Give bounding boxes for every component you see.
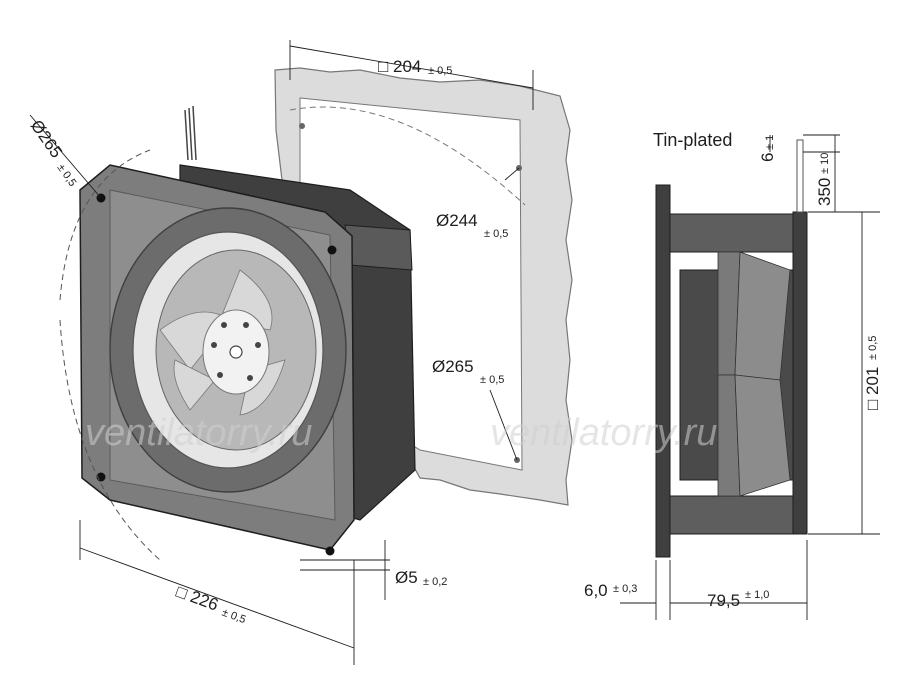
dim-dia244-tol: ± 0,5 xyxy=(484,228,508,240)
dim-depth-79-tol: ± 1,0 xyxy=(745,589,769,601)
tin-plated-label: Tin-plated xyxy=(653,130,732,150)
dim-side-201-tol: ± 0,5 xyxy=(867,336,879,360)
dim-top-square: □ 204 xyxy=(378,57,421,76)
dimension-lines xyxy=(29,40,880,665)
dim-bottom-square: □ 226 xyxy=(174,582,221,615)
watermark-right: ventilatorry.ru xyxy=(490,412,717,454)
dim-lead-350-tol: ± 10 xyxy=(819,153,831,174)
dim-bottom-square-tol: ± 0,5 xyxy=(220,607,247,627)
dim-side-201: □ 201 xyxy=(863,367,882,410)
hub-center-icon xyxy=(229,345,243,359)
dim-depth-6: 6,0 xyxy=(584,581,608,600)
dim-lead-6: 6 xyxy=(758,153,777,162)
dim-lead-350: 350 xyxy=(815,178,834,206)
dim-top-square-tol: ± 0,5 xyxy=(428,65,452,77)
mount-hole-br-icon xyxy=(325,546,335,556)
dim-dia244: Ø244 xyxy=(436,211,478,230)
mount-hole-tr-icon xyxy=(327,245,337,255)
dim-dia5-tol: ± 0,2 xyxy=(423,576,447,588)
dim-lead-6-tol: ± 1 xyxy=(764,135,776,150)
dim-dia265-right-tol: ± 0,5 xyxy=(480,374,504,386)
dim-dia265-right: Ø265 xyxy=(432,357,474,376)
dim-dia265-left-tol: ± 0,5 xyxy=(55,162,79,189)
dim-depth-79: 79,5 xyxy=(707,591,740,610)
gasket-hole-1-icon xyxy=(299,123,305,129)
fan-side-view xyxy=(655,139,808,558)
watermark-left: ventilatorry.ru xyxy=(85,412,312,454)
dim-dia265-left: Ø265 xyxy=(27,116,66,161)
dim-depth-6-tol: ± 0,3 xyxy=(613,583,637,595)
dim-dia5: Ø5 xyxy=(395,568,418,587)
fan-3d-view xyxy=(59,105,416,561)
